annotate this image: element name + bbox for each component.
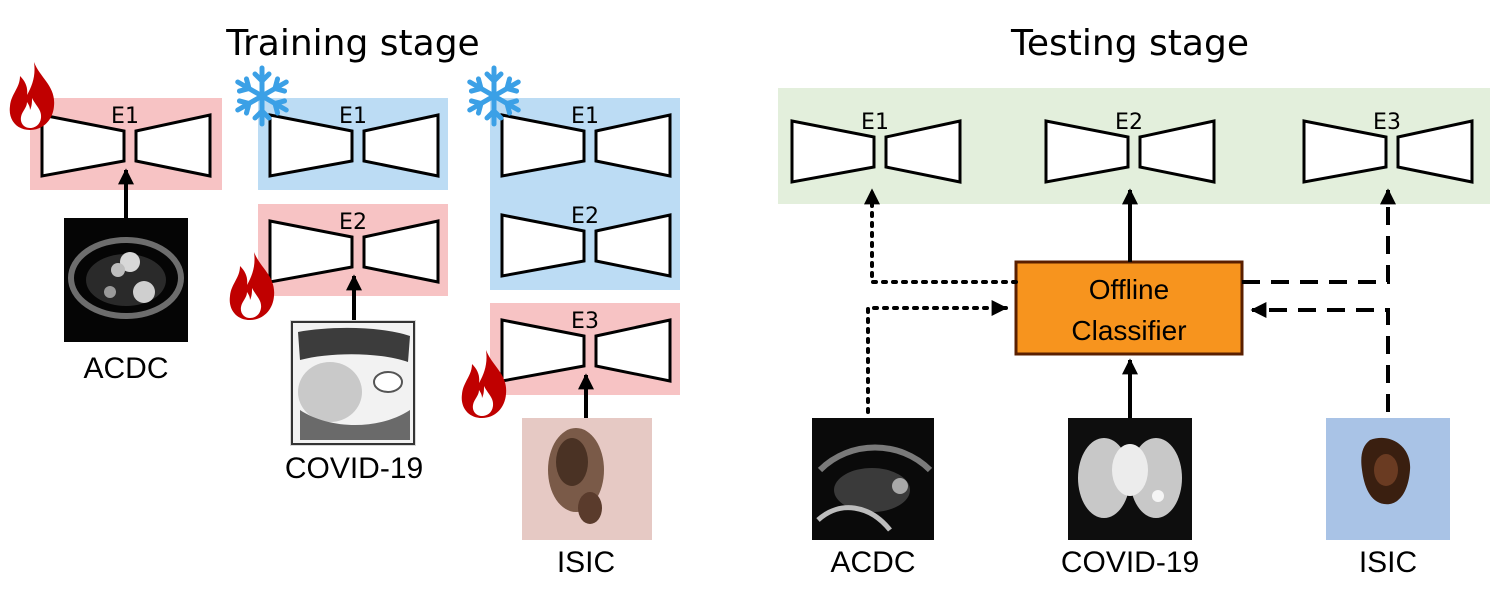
dataset-label-acdc: ACDC <box>830 546 915 579</box>
classifier-label-line1: Offline <box>1089 274 1169 305</box>
acdc-mri-image <box>812 418 934 540</box>
dataset-label-covid-19: COVID-19 <box>285 452 423 485</box>
encoder-label-e1: E1 <box>111 104 139 129</box>
dataset-label-covid-19: COVID-19 <box>1061 546 1199 579</box>
testing-stage-title: Testing stage <box>1010 23 1249 64</box>
flame-icon <box>9 62 55 130</box>
isic-skin-image <box>1326 418 1450 540</box>
dataset-label-isic: ISIC <box>1359 546 1417 579</box>
encoder-label-e2: E2 <box>1115 110 1143 135</box>
encoder-label-e1: E1 <box>861 110 889 135</box>
encoder-label-e3: E3 <box>1373 110 1401 135</box>
encoder-label-e2: E2 <box>571 204 599 229</box>
classifier-to-e3-arrow <box>1242 188 1396 284</box>
acdc-to-classifier-arrow <box>866 300 1008 414</box>
acdc-mri-image <box>64 218 188 342</box>
encoder-label-e3: E3 <box>571 309 599 334</box>
training-stage-title: Training stage <box>225 23 479 64</box>
encoder-label-e1: E1 <box>339 104 367 129</box>
isic-to-classifier-arrow <box>1250 302 1390 412</box>
classifier-label-line2: Classifier <box>1071 315 1186 346</box>
dataset-label-acdc: ACDC <box>83 352 168 385</box>
encoder-label-e2: E2 <box>339 210 367 235</box>
covid-ct-image <box>290 320 416 446</box>
dataset-label-isic: ISIC <box>557 546 615 579</box>
covid-ct-image <box>1068 418 1192 540</box>
classifier-to-e1-arrow <box>864 188 1018 284</box>
encoder-label-e1: E1 <box>571 104 599 129</box>
isic-skin-image <box>522 418 652 540</box>
